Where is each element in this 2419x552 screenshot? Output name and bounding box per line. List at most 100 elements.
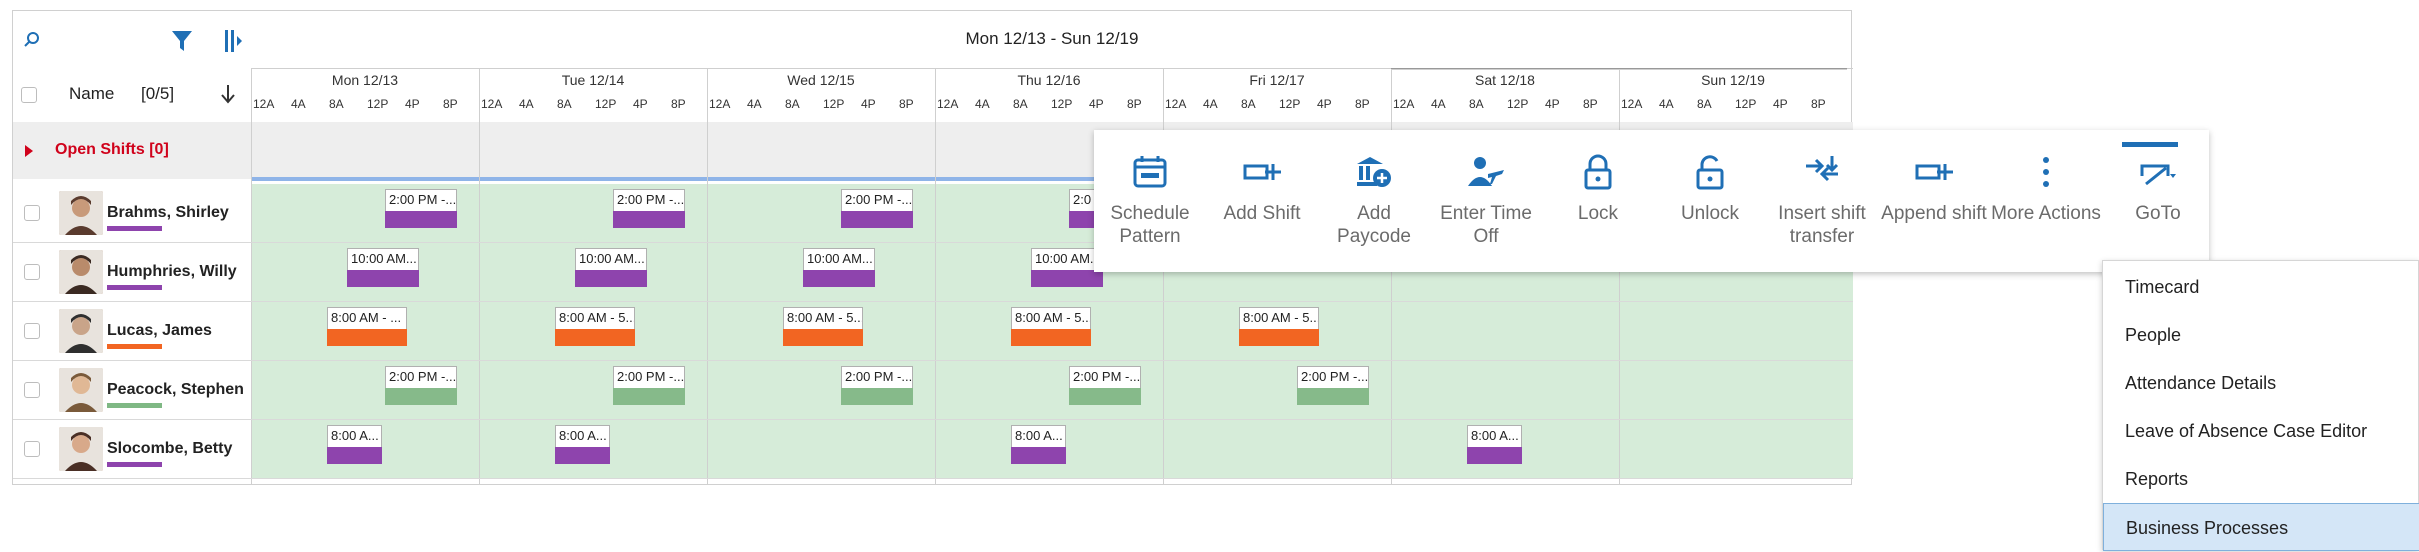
shift-time-label: 8:00 A...	[327, 425, 382, 449]
employee-row[interactable]	[13, 302, 1853, 361]
goto-menu-item[interactable]: Reports	[2125, 469, 2189, 489]
name-column-header[interactable]: Name	[69, 84, 115, 103]
day-header[interactable]: Wed 12/15	[787, 72, 855, 88]
goto-menu-item[interactable]: Leave of Absence Case Editor	[2125, 421, 2368, 441]
open-shifts-label[interactable]: Open Shifts [0]	[55, 141, 169, 158]
toolbar-append-shift-button[interactable]: Append shift	[1878, 130, 1990, 272]
shift-block[interactable]: 10:00 AM...	[803, 248, 875, 287]
day-header[interactable]: Tue 12/14	[561, 72, 625, 88]
toolbar-insert-shift-transfer-button[interactable]: Insert shift transfer	[1766, 130, 1878, 272]
toolbar-enter-time-off-button[interactable]: Enter Time Off	[1430, 130, 1542, 272]
employee-row[interactable]	[13, 361, 1853, 420]
shift-block[interactable]: 2:00 PM -...	[385, 366, 457, 405]
shift-block[interactable]: 8:00 AM - ...	[327, 307, 407, 346]
day-divider	[251, 68, 252, 484]
toolbar-goto-button[interactable]: GoTo	[2102, 130, 2214, 272]
row-checkbox[interactable]	[24, 323, 40, 339]
append-shift-icon	[1914, 152, 1954, 192]
hour-tick-label: 4A	[1203, 97, 1218, 111]
hour-tick-label: 12A	[937, 97, 959, 111]
shift-block[interactable]: 8:00 AM - 5...	[1011, 307, 1091, 346]
hour-tick-label: 4P	[405, 97, 420, 111]
hour-tick-label: 12P	[595, 97, 617, 111]
shift-block[interactable]: 2:00 PM -...	[613, 189, 685, 228]
search-icon[interactable]	[21, 29, 43, 51]
filter-icon[interactable]	[171, 29, 193, 53]
employee-name[interactable]: Brahms, Shirley	[107, 204, 229, 221]
shift-block[interactable]: 10:00 AM...	[575, 248, 647, 287]
shift-block[interactable]: 8:00 AM - 5...	[783, 307, 863, 346]
hour-tick-label: 4A	[1659, 97, 1674, 111]
employee-name[interactable]: Slocombe, Betty	[107, 440, 233, 457]
shift-block[interactable]: 8:00 A...	[1467, 425, 1522, 464]
select-all-checkbox[interactable]	[21, 87, 37, 103]
shift-time-label: 8:00 AM - 5...	[1239, 307, 1319, 331]
row-checkbox[interactable]	[24, 382, 40, 398]
hour-tick-label: 12P	[1735, 97, 1757, 111]
shift-block[interactable]: 2:00 PM -...	[1069, 366, 1141, 405]
hour-tick-label: 4P	[633, 97, 648, 111]
day-header[interactable]: Fri 12/17	[1249, 72, 1305, 88]
day-divider	[707, 68, 708, 484]
sort-arrow-icon[interactable]	[219, 83, 237, 105]
shift-block[interactable]: 8:00 AM - 5...	[555, 307, 635, 346]
shift-time-label: 2:00 PM -...	[613, 366, 685, 390]
column-toggle-icon[interactable]	[221, 27, 245, 55]
hour-tick-label: 12P	[1051, 97, 1073, 111]
hour-tick-label: 4P	[1545, 97, 1560, 111]
shift-block[interactable]: 10:00 AM...	[347, 248, 419, 287]
employee-row[interactable]	[13, 420, 1853, 479]
goto-menu-item[interactable]: Timecard	[2125, 277, 2200, 297]
employee-name[interactable]: Humphries, Willy	[107, 263, 237, 280]
goto-menu-item[interactable]: Attendance Details	[2125, 373, 2277, 393]
shift-block[interactable]: 2:00 PM -...	[841, 366, 913, 405]
shift-block[interactable]: 2:00 PM -...	[385, 189, 457, 228]
shift-block[interactable]: 2:00 PM -...	[613, 366, 685, 405]
row-divider	[13, 478, 1853, 479]
expand-caret-icon[interactable]	[23, 144, 35, 158]
shift-block[interactable]: 2:00 PM -...	[841, 189, 913, 228]
goto-menu-item[interactable]: Business Processes	[2103, 503, 2419, 551]
employee-name[interactable]: Peacock, Stephen	[107, 381, 244, 398]
shift-block[interactable]: 8:00 AM - 5...	[1239, 307, 1319, 346]
employee-name[interactable]: Lucas, James	[107, 322, 212, 339]
day-header[interactable]: Sat 12/18	[1475, 72, 1535, 88]
schedule-pattern-icon	[1130, 152, 1170, 192]
shift-color-bar	[1239, 329, 1319, 346]
shift-time-label: 8:00 AM - 5...	[1011, 307, 1091, 331]
shift-time-label: 2:00 PM -...	[385, 189, 457, 213]
shift-time-label: 10:00 AM...	[575, 248, 647, 272]
lock-icon	[1578, 152, 1618, 192]
employee-color-bar	[107, 226, 162, 231]
shift-color-bar	[1297, 388, 1369, 405]
toolbar-add-shift-button[interactable]: Add Shift	[1206, 130, 1318, 272]
day-header[interactable]: Mon 12/13	[331, 72, 399, 88]
shift-color-bar	[555, 329, 635, 346]
toolbar-button-label: GoTo	[2135, 203, 2181, 224]
toolbar-lock-button[interactable]: Lock	[1542, 130, 1654, 272]
hour-tick-label: 8P	[1127, 97, 1142, 111]
toolbar-schedule-pattern-button[interactable]: Schedule Pattern	[1094, 130, 1206, 272]
shift-block[interactable]: 10:00 AM...	[1031, 248, 1103, 287]
goto-menu-item[interactable]: People	[2125, 325, 2182, 345]
toolbar-button-label: More Actions	[1991, 203, 2101, 224]
shift-block[interactable]: 2:00 PM -...	[1297, 366, 1369, 405]
day-header[interactable]: Thu 12/16	[1017, 72, 1081, 88]
toolbar-button-label: Insert shift transfer	[1778, 203, 1866, 247]
toolbar-add-paycode-button[interactable]: Add Paycode	[1318, 130, 1430, 272]
row-checkbox[interactable]	[24, 264, 40, 280]
toolbar-more-actions-button[interactable]: More Actions	[1990, 130, 2102, 272]
weekend-header-border	[1619, 68, 1847, 70]
row-checkbox[interactable]	[24, 205, 40, 221]
shift-color-bar	[347, 270, 419, 287]
shift-time-label: 2:00 PM -...	[613, 189, 685, 213]
shift-time-label: 2:00 PM -...	[1297, 366, 1369, 390]
day-header[interactable]: Sun 12/19	[1701, 72, 1765, 88]
toolbar-button-label: Append shift	[1881, 203, 1987, 224]
toolbar-unlock-button[interactable]: Unlock	[1654, 130, 1766, 272]
row-divider	[13, 301, 1853, 302]
shift-block[interactable]: 8:00 A...	[555, 425, 610, 464]
shift-block[interactable]: 8:00 A...	[1011, 425, 1066, 464]
shift-block[interactable]: 8:00 A...	[327, 425, 382, 464]
row-checkbox[interactable]	[24, 441, 40, 457]
